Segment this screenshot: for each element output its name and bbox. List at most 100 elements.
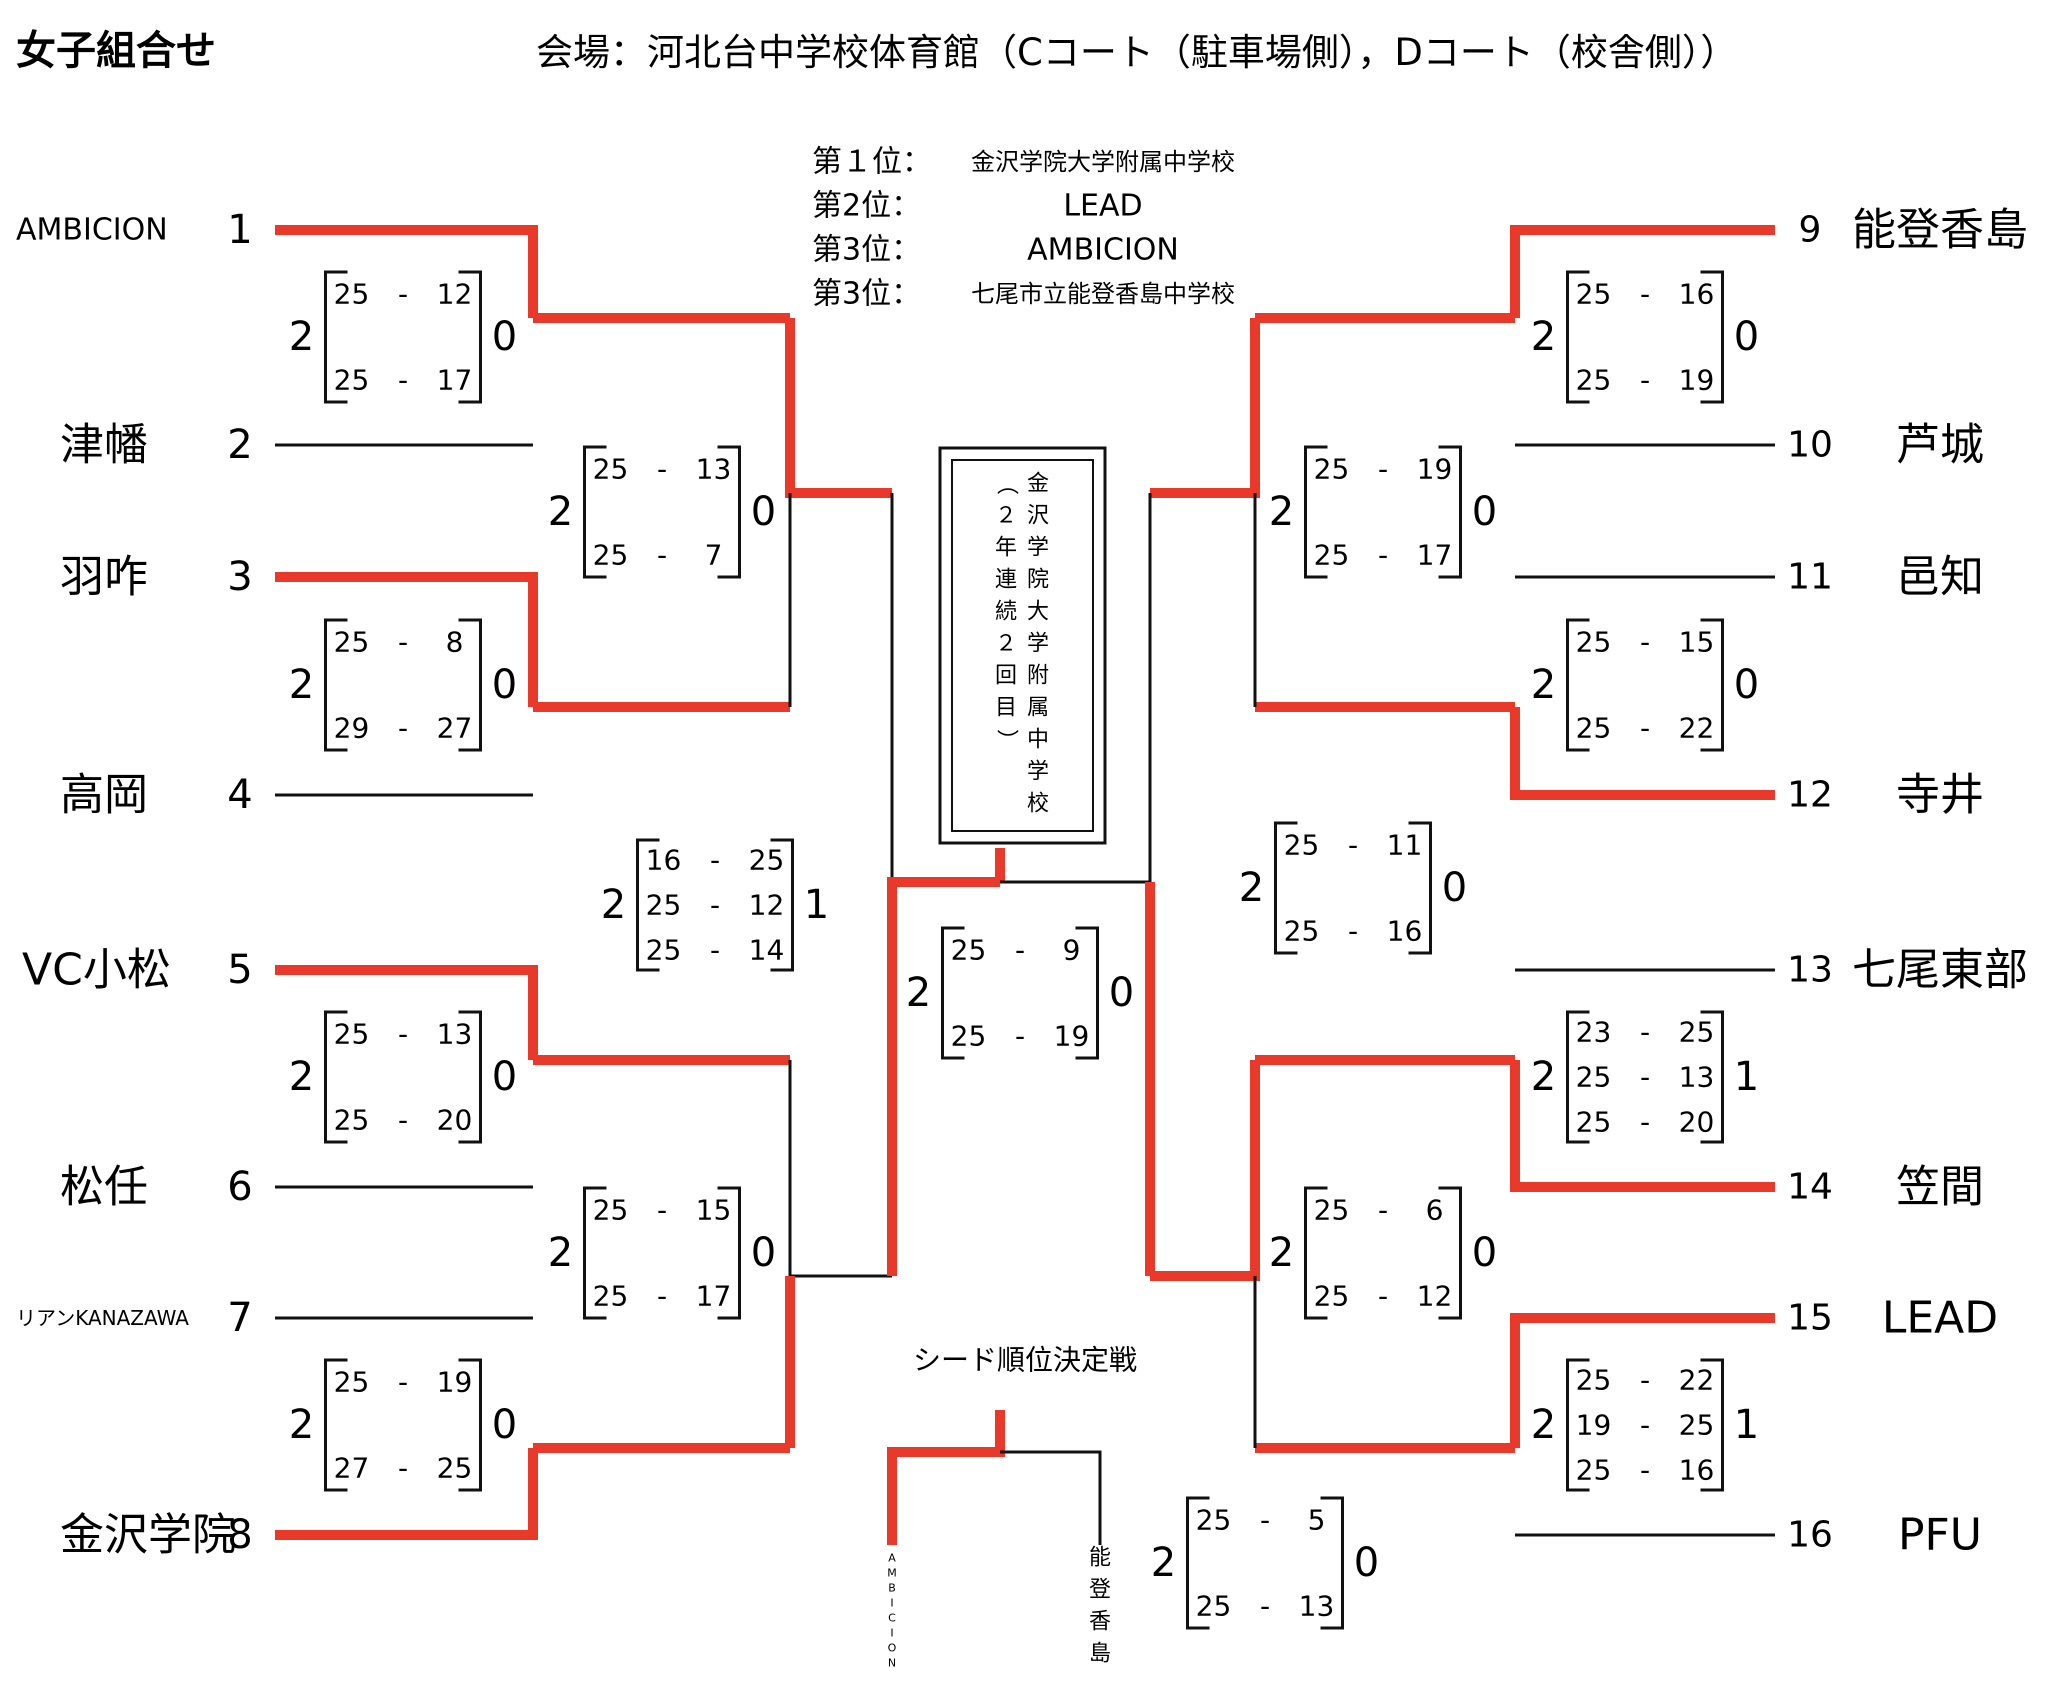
team-name-14: 笠間 [1896, 1162, 1984, 1213]
qf-line-r1a [1150, 318, 1260, 498]
team-seed-16: 16 [1787, 1515, 1833, 1556]
score-seed-bracket-left [1186, 1496, 1210, 1630]
score-qfr1-set1-dash: - [1378, 453, 1388, 486]
ranking-name-4: 七尾市立能登香島中学校 [971, 280, 1235, 308]
champion-char-9: 学 [1027, 760, 1049, 785]
score-m9v10-set2-a: 25 [1576, 364, 1612, 397]
team-seed-8: 8 [227, 1512, 252, 1558]
score-qfl1-bracket-right [717, 445, 741, 579]
team-name-9: 能登香島 [1852, 205, 2028, 256]
score-m5v6-bracket-left [324, 1010, 348, 1144]
score-m13v14-set3-dash: - [1640, 1106, 1650, 1139]
score-qfl1-set2-a: 25 [593, 539, 629, 572]
score-qfl2-sets-won-b: 0 [751, 1230, 776, 1276]
score-m1v2-bracket-left [324, 270, 348, 404]
score-m5v6-sets-won-b: 0 [492, 1054, 517, 1100]
team-name-4: 高岡 [60, 770, 148, 821]
seed-left-char-7: N [888, 1657, 896, 1670]
score-m7v8-set1-dash: - [398, 1366, 408, 1399]
score-final-bracket-left [941, 926, 965, 1060]
score-m11v12-set2-dash: - [1640, 712, 1650, 745]
score-m11v12-sets-won-a: 2 [1531, 662, 1556, 708]
score-sfr-set2-dash: - [1348, 915, 1358, 948]
ranking-name-1: 金沢学院大学附属中学校 [971, 148, 1235, 176]
r1-line-3 [275, 572, 538, 707]
score-sfl-set1-b: 25 [749, 844, 785, 877]
team-name-6: 松任 [60, 1162, 148, 1213]
score-sfl-set3-dash: - [710, 934, 720, 967]
score-m1v2-set2-dash: - [398, 364, 408, 397]
champion-note-char-3: 連 [995, 568, 1017, 593]
score-m1v2-set2-b: 17 [437, 364, 473, 397]
score-final-set2-b: 19 [1054, 1020, 1090, 1053]
seed-left-char-2: B [888, 1582, 896, 1595]
score-m5v6-set1-a: 25 [334, 1018, 370, 1051]
score-sfr-bracket-right [1408, 821, 1432, 955]
score-qfl1-set2-dash: - [657, 539, 667, 572]
champion-note-char-5: ２ [995, 632, 1017, 657]
score-sfr-set2-a: 25 [1284, 915, 1320, 948]
score-m1v2-sets-won-a: 2 [289, 314, 314, 360]
score-qfl2-set1-dash: - [657, 1194, 667, 1227]
team-seed-10: 10 [1787, 425, 1833, 466]
score-m9v10-sets-won-b: 0 [1734, 314, 1759, 360]
score-m13v14-set1-a: 23 [1576, 1016, 1612, 1049]
seed-right-char-1: 登 [1089, 1578, 1111, 1603]
score-sfl-set1-dash: - [710, 844, 720, 877]
page-title: 女子組合せ [16, 28, 216, 74]
score-m13v14-set2-dash: - [1640, 1061, 1650, 1094]
score-m5v6-sets-won-a: 2 [289, 1054, 314, 1100]
score-qfr2-sets-won-a: 2 [1269, 1230, 1294, 1276]
score-qfr2-set1-b: 6 [1426, 1194, 1444, 1227]
score-m11v12-set2-a: 25 [1576, 712, 1612, 745]
champion-char-7: 属 [1027, 696, 1049, 721]
r1-line-1 [275, 225, 538, 318]
score-qfl1-set1-b: 13 [696, 453, 732, 486]
team-name-5: VC小松 [22, 945, 171, 996]
score-m5v6-set2-a: 25 [334, 1104, 370, 1137]
score-final-sets-won-b: 0 [1109, 970, 1134, 1016]
score-m7v8-sets-won-a: 2 [289, 1402, 314, 1448]
champion-char-3: 院 [1027, 568, 1049, 593]
seed-left-char-5: I [890, 1627, 893, 1640]
score-m11v12-set1-dash: - [1640, 626, 1650, 659]
team-seed-9: 9 [1799, 210, 1822, 251]
seed-left-char-1: M [887, 1567, 897, 1580]
score-m5v6-set2-b: 20 [437, 1104, 473, 1137]
champion-frame-outer [938, 446, 1107, 845]
score-qfr1-sets-won-a: 2 [1269, 489, 1294, 535]
score-m11v12-bracket-right [1700, 618, 1724, 752]
r1-line-8 [275, 1448, 538, 1540]
champion-char-2: 学 [1027, 536, 1049, 561]
score-m13v14-set1-b: 25 [1679, 1016, 1715, 1049]
seed-left-char-0: A [888, 1552, 896, 1565]
score-m11v12-sets-won-b: 0 [1734, 662, 1759, 708]
team-seed-1: 1 [227, 207, 252, 253]
score-final-bracket-right [1075, 926, 1099, 1060]
score-sfl-set2-dash: - [710, 889, 720, 922]
score-m13v14-set3-b: 20 [1679, 1106, 1715, 1139]
seed-left-char-6: O [888, 1642, 897, 1655]
score-m1v2-set1-a: 25 [334, 278, 370, 311]
score-qfr1-sets-won-b: 0 [1472, 489, 1497, 535]
score-qfl1-bracket-left [583, 445, 607, 579]
champion-char-10: 校 [1027, 792, 1049, 817]
r1-line-5 [275, 965, 538, 1060]
score-m15v16-sets-won-a: 2 [1531, 1402, 1556, 1448]
ranking-label-1: 第１位： [812, 145, 932, 180]
r1-line-r-9 [1510, 225, 1775, 318]
score-m9v10-set2-b: 19 [1679, 364, 1715, 397]
team-name-7: リアンKANAZAWA [16, 1306, 189, 1330]
score-final-set2-dash: - [1015, 1020, 1025, 1053]
score-qfl1-sets-won-a: 2 [548, 489, 573, 535]
score-qfr1-set1-b: 19 [1417, 453, 1453, 486]
team-name-3: 羽咋 [60, 552, 148, 603]
r1-line-r-15 [1510, 1313, 1775, 1448]
score-m7v8-set1-b: 19 [437, 1366, 473, 1399]
score-qfr2-set2-dash: - [1378, 1280, 1388, 1313]
seed-left-char-3: I [890, 1597, 893, 1610]
score-m9v10-set1-b: 16 [1679, 278, 1715, 311]
score-seed-set1-a: 25 [1196, 1504, 1232, 1537]
